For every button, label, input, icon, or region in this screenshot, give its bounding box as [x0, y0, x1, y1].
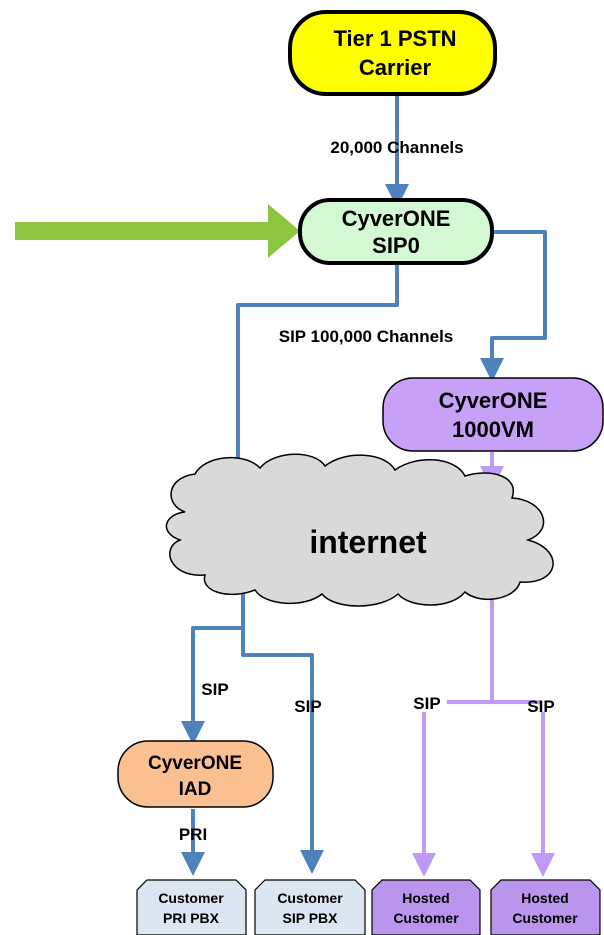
iad-node: CyverONE IAD: [117, 740, 274, 808]
customer-pri-label-line2: PRI PBX: [163, 910, 220, 926]
sip0-label-line1: CyverONE: [342, 206, 451, 231]
hosted-customer-2-node: Hosted Customer: [490, 879, 601, 935]
edge-label-hosted-left: SIP: [413, 694, 440, 713]
carrier-label-line1: Tier 1 PSTN: [333, 26, 456, 51]
carrier-node: Tier 1 PSTN Carrier: [288, 10, 497, 96]
sip0-node: CyverONE SIP0: [298, 198, 494, 265]
carrier-label-line2: Carrier: [359, 55, 432, 80]
internet-cloud: internet: [165, 453, 554, 607]
edge-sip0-to-vm: [480, 230, 547, 382]
green-pointer-arrow-icon: [15, 204, 300, 258]
edge-label-sip0-internet: SIP 100,000 Channels: [279, 327, 454, 346]
hosted-1-label-line2: Customer: [393, 910, 459, 926]
customer-sip-label-line2: SIP PBX: [283, 910, 339, 926]
connector-lines: [181, 93, 555, 877]
iad-label-line2: IAD: [179, 779, 212, 800]
vm-node: CyverONE 1000VM: [382, 377, 604, 452]
hosted-customer-1-node: Hosted Customer: [371, 879, 481, 935]
edge-sip0-to-internet: [226, 262, 399, 484]
customer-sip-label-line1: Customer: [277, 890, 343, 906]
edge-label-hosted-right: SIP: [527, 697, 554, 716]
hosted-1-label-line1: Hosted: [402, 890, 449, 906]
hosted-2-label-line1: Hosted: [521, 890, 568, 906]
edge-label-to-sip-pbx: SIP: [294, 697, 321, 716]
customer-sip-pbx-node: Customer SIP PBX: [254, 879, 366, 935]
internet-label: internet: [309, 524, 427, 560]
edge-internet-to-iad: [181, 590, 245, 745]
vm-label-line1: CyverONE: [439, 388, 548, 413]
edge-label-carrier-sip0: 20,000 Channels: [330, 138, 463, 157]
customer-pri-label-line1: Customer: [158, 890, 224, 906]
customer-pri-pbx-node: Customer PRI PBX: [136, 879, 247, 935]
hosted-2-label-line2: Customer: [512, 910, 578, 926]
vm-label-line2: 1000VM: [452, 417, 534, 442]
edge-label-iad-to-pri: PRI: [179, 825, 207, 844]
edge-label-to-iad: SIP: [201, 680, 228, 699]
edge-internet-to-sip-pbx: [241, 628, 324, 874]
sip0-label-line2: SIP0: [372, 233, 420, 258]
iad-label-line1: CyverONE: [148, 753, 242, 774]
